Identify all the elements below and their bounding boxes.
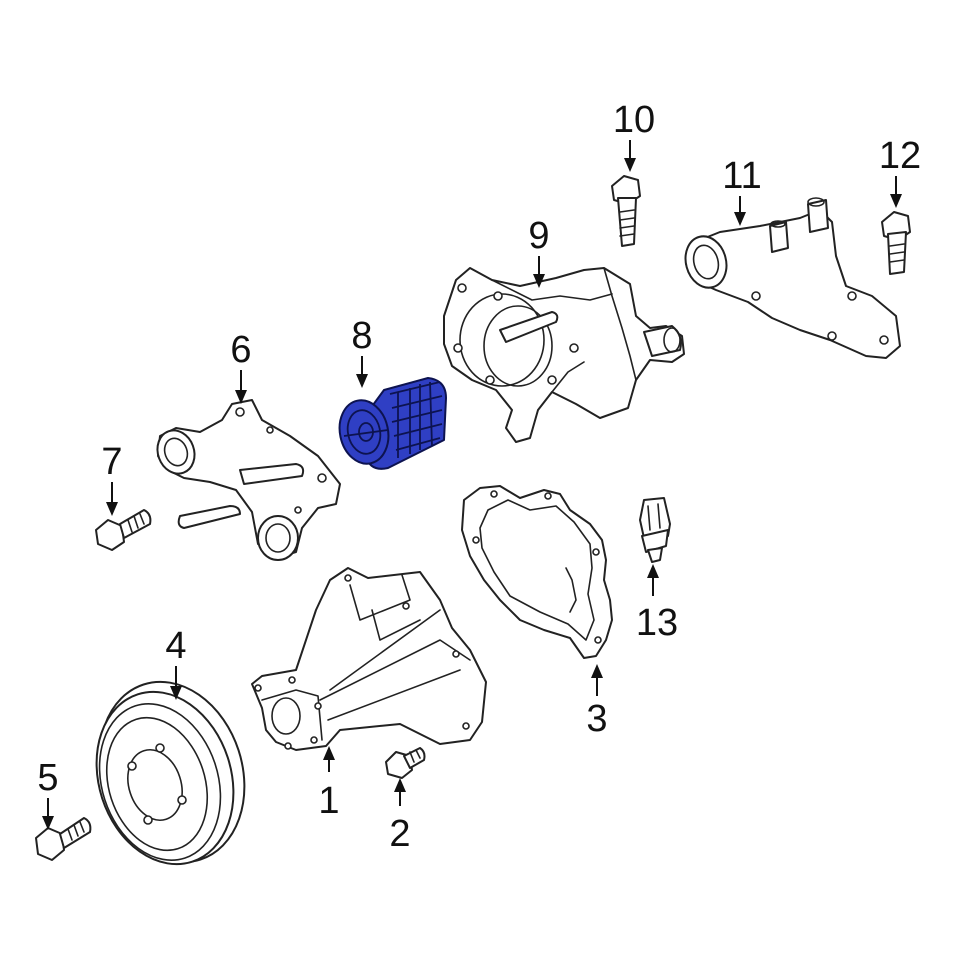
callout-7: 7 xyxy=(101,441,122,483)
housing-bolt[interactable] xyxy=(611,175,641,247)
callout-10: 10 xyxy=(613,99,655,141)
callout-2: 2 xyxy=(389,813,410,855)
callout-13: 13 xyxy=(636,602,678,644)
water-pump[interactable] xyxy=(251,567,487,751)
thermostat-housing[interactable] xyxy=(443,267,685,443)
pulley-bolt[interactable] xyxy=(35,817,92,861)
gasket[interactable] xyxy=(461,485,613,659)
callout-9: 9 xyxy=(528,215,549,257)
temperature-sensor[interactable] xyxy=(639,497,671,563)
callout-labels: 1 2 3 4 5 6 7 8 9 10 11 12 13 xyxy=(37,99,921,855)
callout-11: 11 xyxy=(722,155,761,197)
callout-12: 12 xyxy=(879,135,921,177)
callout-3: 3 xyxy=(586,698,607,740)
pump-bolt[interactable] xyxy=(385,747,426,779)
pulley[interactable] xyxy=(75,663,267,882)
callout-4: 4 xyxy=(165,625,186,667)
callout-1: 1 xyxy=(318,780,339,822)
outlet-bolt[interactable] xyxy=(95,509,152,551)
water-outlet[interactable] xyxy=(152,399,341,561)
leader-lines xyxy=(42,140,902,830)
callout-5: 5 xyxy=(37,757,58,799)
thermostat[interactable] xyxy=(334,377,447,470)
water-inlet[interactable] xyxy=(680,197,901,359)
inlet-bolt[interactable] xyxy=(881,211,911,275)
callout-6: 6 xyxy=(230,329,251,371)
callout-8: 8 xyxy=(351,315,372,357)
